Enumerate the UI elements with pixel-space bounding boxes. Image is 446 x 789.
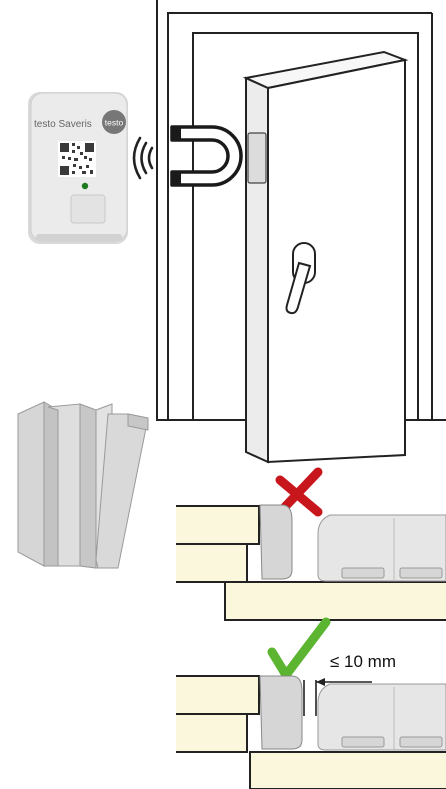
magnet-icon xyxy=(172,127,241,185)
magnet-mounting-pieces xyxy=(18,402,148,568)
status-led xyxy=(82,183,88,189)
max-gap-label: ≤ 10 mm xyxy=(330,652,396,671)
device-logo-text: testo xyxy=(105,118,124,128)
device-brand-text: testo Saveris xyxy=(34,119,92,130)
correct-installation-panel: ≤ 10 mm xyxy=(176,622,446,789)
wrong-installation-panel xyxy=(176,472,446,620)
open-door xyxy=(246,52,405,462)
radio-waves-icon xyxy=(134,138,152,178)
qr-code-icon xyxy=(58,141,96,177)
correct-check-icon xyxy=(272,622,326,675)
saveris-sensor-device: testo Saveris testo xyxy=(28,92,128,244)
door-contact-sensor xyxy=(248,133,266,183)
